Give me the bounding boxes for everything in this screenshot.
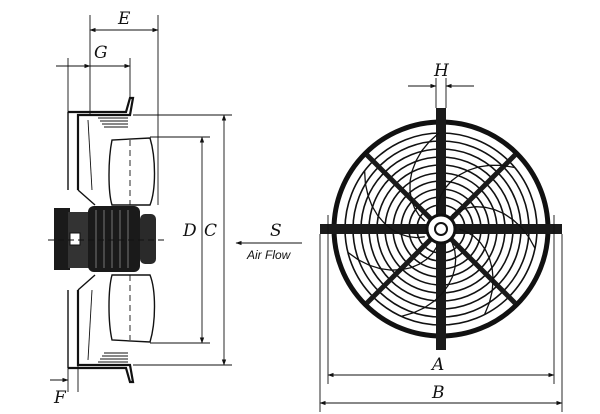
dim-G: G: [56, 43, 131, 112]
label-E: E: [117, 9, 131, 29]
fan-blades: [347, 132, 536, 318]
blade-curve: [451, 206, 536, 249]
label-S: S: [270, 221, 282, 241]
label-A: A: [430, 355, 444, 375]
blade-curve: [347, 246, 438, 271]
blade-curve: [436, 164, 515, 212]
label-H: H: [433, 61, 450, 81]
hub-center: [434, 222, 448, 236]
bottom-fins: [98, 352, 128, 363]
motor: [54, 206, 156, 272]
air-flow-label: Air Flow: [246, 248, 292, 262]
blade-curve: [363, 170, 425, 239]
label-B: B: [431, 383, 445, 403]
blade-curve: [409, 132, 440, 222]
label-G: G: [94, 43, 108, 63]
blade-curve: [401, 242, 457, 318]
label-C: C: [204, 221, 217, 241]
air-flow-indicator: S Air Flow: [235, 221, 302, 262]
front-view: H A B: [319, 61, 563, 412]
dim-E: E: [89, 9, 159, 205]
dim-H: H: [408, 61, 474, 108]
dim-C: C: [133, 114, 232, 366]
blade-curve: [458, 228, 494, 315]
dim-B: B: [319, 234, 563, 412]
label-F: F: [53, 388, 67, 408]
dim-A: A: [327, 215, 555, 384]
label-D: D: [182, 221, 197, 241]
top-fins: [98, 117, 128, 128]
dim-F: F: [50, 365, 79, 408]
blade-bottom: [108, 274, 156, 343]
side-view: E G D C F: [48, 9, 302, 408]
dim-D: D: [150, 136, 210, 344]
blade-top: [108, 137, 156, 206]
